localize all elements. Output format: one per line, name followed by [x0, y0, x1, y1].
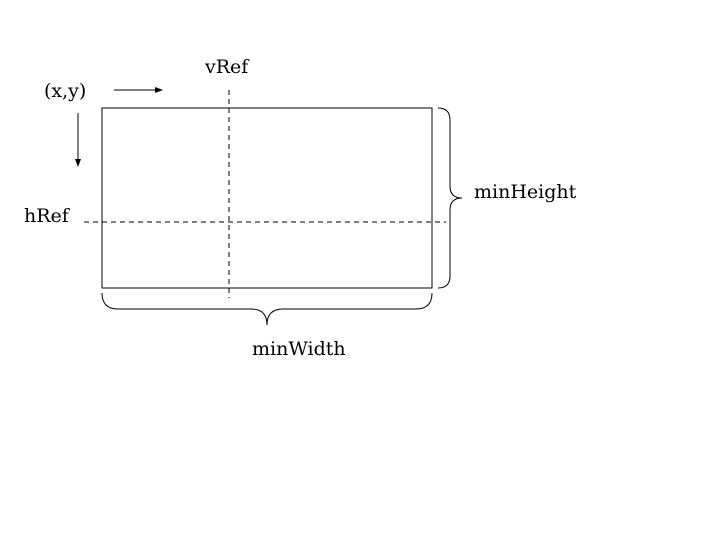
origin-label: (x,y): [44, 80, 86, 102]
min-height-label: minHeight: [474, 181, 577, 203]
min-size-rectangle: [101, 107, 433, 289]
width-brace: [101, 292, 433, 326]
x-direction-arrow: [114, 87, 163, 93]
height-brace: [437, 107, 463, 289]
href-label: hRef: [24, 205, 71, 227]
vref-label: vRef: [204, 56, 250, 78]
y-direction-arrow: [75, 113, 81, 167]
min-width-label: minWidth: [252, 338, 346, 360]
